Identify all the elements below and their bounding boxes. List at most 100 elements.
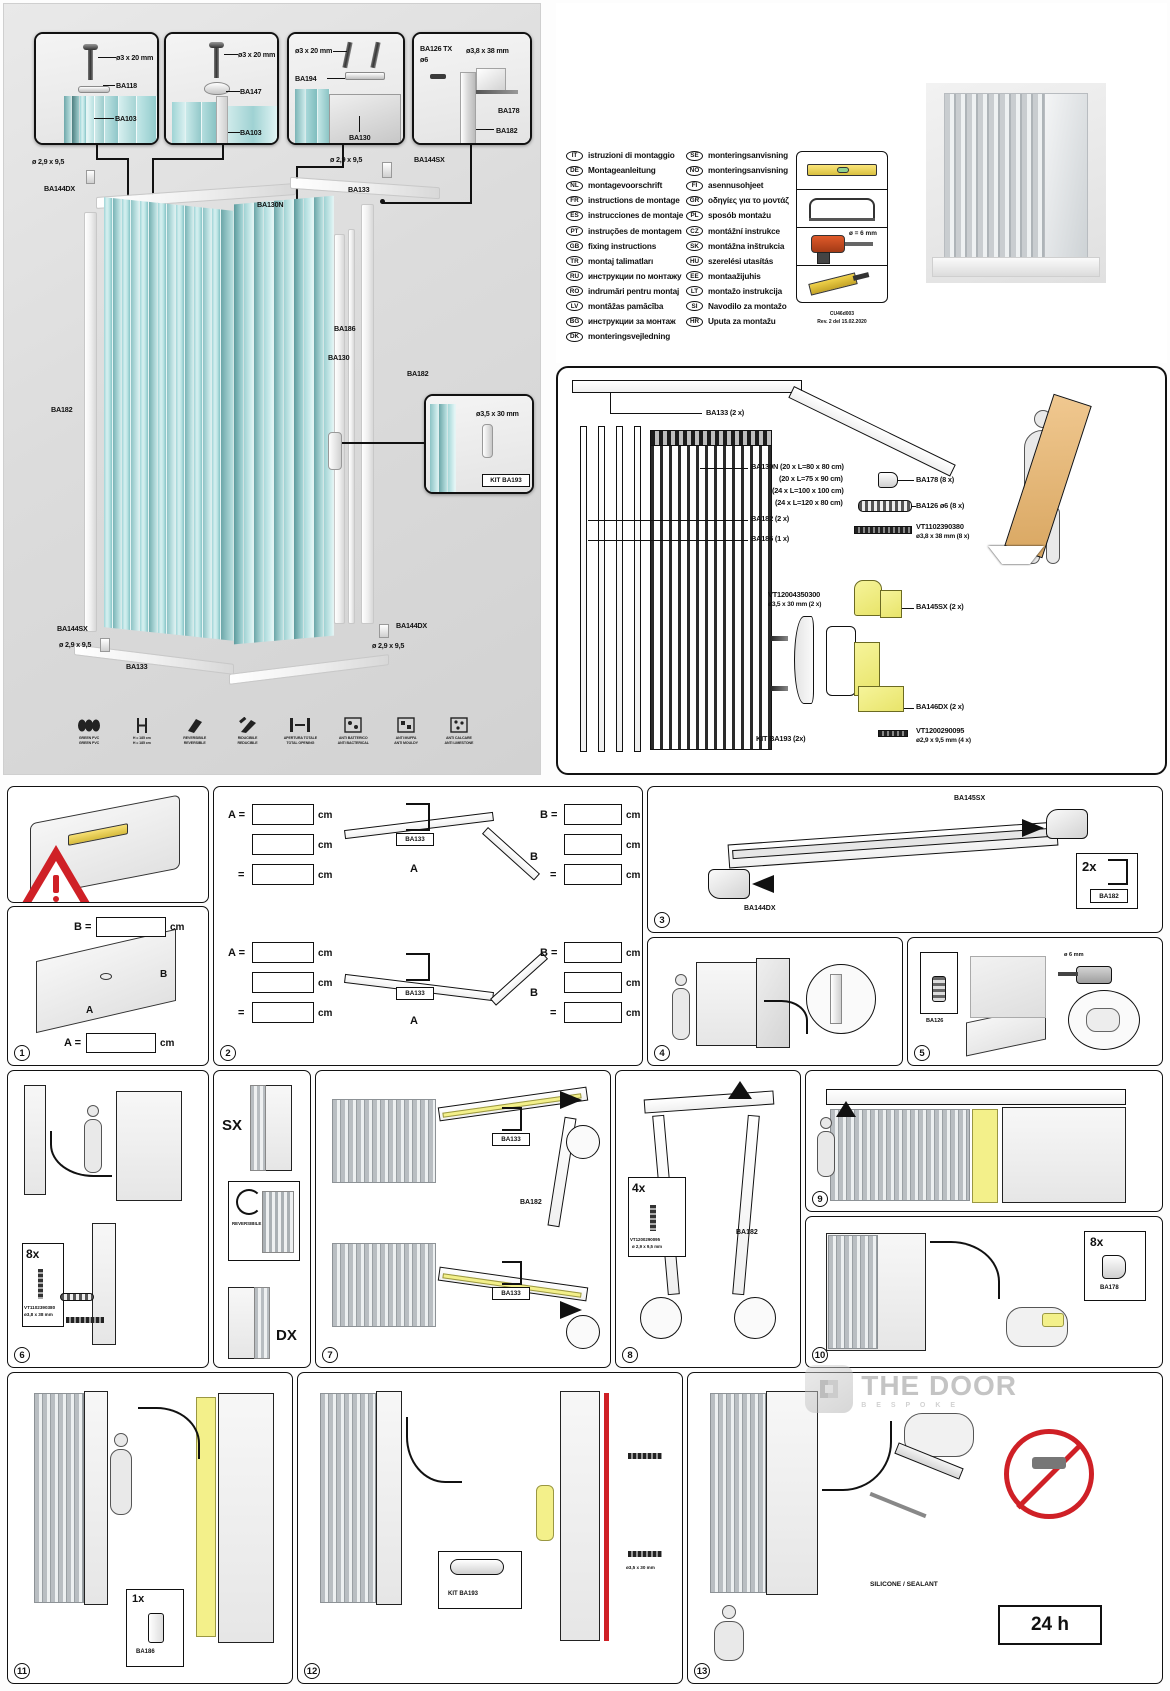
sx-door — [250, 1085, 266, 1171]
callout-2-leader-3 — [228, 132, 240, 133]
step2-r1-eq-box[interactable] — [252, 864, 314, 885]
detail-callout-1: ø3 x 20 mm BA118 BA103 — [34, 32, 159, 145]
step5-wall — [970, 956, 1046, 1018]
callout-1-pleats — [64, 96, 157, 143]
step8-part-spec: ø 2,9 x 9,5 mm — [632, 1244, 663, 1249]
step13-person-head — [722, 1605, 736, 1619]
step6-screw-detail — [66, 1317, 104, 1323]
step8-qty: 4x — [632, 1181, 646, 1195]
bottom-track-left — [74, 644, 234, 675]
step7-arrow-top — [560, 1091, 582, 1109]
step9-arrow — [836, 1101, 856, 1117]
callout-2-drop-line-h — [152, 158, 224, 160]
long-screw — [476, 90, 518, 94]
step2-r2-dim-A: A — [410, 1015, 418, 1027]
language-code-dk: DK — [566, 331, 583, 342]
bom-label-VT1102390380-spec: ø3,8 x 38 mm (8 x) — [916, 533, 970, 540]
bom-leader-BA186 — [588, 540, 748, 542]
step4-enclosure — [696, 962, 758, 1046]
main-pleated-panel-left — [104, 197, 234, 641]
callout-4-part-BA126: BA126 TX ø6 — [420, 44, 452, 64]
step-8-cell: 8 4x VT1200290095 ø 2,9 x 9,5 mm BA182 — [615, 1070, 801, 1368]
bom-label-KIT-BA193: KIT BA193 (2x) — [756, 734, 806, 743]
step3-label-BA145SX: BA145SX — [954, 795, 986, 802]
step11-qty: 1x — [132, 1593, 145, 1605]
step2-r1-B-label: B = — [540, 809, 558, 821]
language-code-de: DE — [566, 165, 583, 176]
step-8-number: 8 — [622, 1347, 638, 1363]
step2-r2-A-input[interactable] — [252, 942, 314, 963]
callout-3-part-BA130: BA130 — [349, 133, 371, 142]
step1b-A-input[interactable] — [86, 1033, 156, 1053]
left-wall-profile-BA182 — [84, 212, 97, 632]
language-code-gr: GR — [686, 195, 703, 206]
language-code-hr: HR — [686, 316, 703, 327]
corner-block — [476, 68, 506, 94]
step11-seal-strip — [196, 1397, 216, 1637]
step2-r2-B-input[interactable] — [564, 942, 622, 963]
step9-person-body — [817, 1131, 835, 1177]
bom-label-VT12004350300: VT12004350300 — [768, 590, 821, 599]
step6-person-head — [87, 1105, 99, 1117]
drill-grip — [817, 252, 830, 264]
kit-ba193-tag: KIT BA193 — [482, 474, 530, 487]
step2-r2-eq-box[interactable] — [252, 1002, 314, 1023]
step3-profile-icon — [1108, 859, 1128, 885]
step2-r1-A-input[interactable] — [252, 804, 314, 825]
corner-connector-BA144SX-bottom — [100, 638, 110, 652]
step-1-number: 1 — [14, 1045, 30, 1061]
feature-reversible-line2: REVERSIBLE — [183, 740, 206, 745]
bill-of-materials-panel: BA133 (2 x) BA130N (20 x L=80 x 80 cm) (… — [556, 366, 1167, 775]
screw-graphic-2 — [214, 44, 219, 78]
feature-icons-strip: GREEN PVC GREEN PVC H = 185 cm H = 185 c… — [64, 714, 484, 760]
step2-r1-B-input[interactable] — [564, 804, 622, 825]
language-text-lv: montāžas pamācība — [588, 301, 664, 311]
bracket-BA118 — [78, 86, 110, 93]
bom-plug-BA126 — [858, 500, 912, 512]
step2-r1-b-eq-box[interactable] — [564, 864, 622, 885]
label-BA133-top: BA133 — [348, 185, 370, 194]
step8-detail-circle-right — [734, 1297, 776, 1339]
step1b-B-input[interactable] — [96, 917, 166, 937]
step9-highlight — [972, 1109, 998, 1203]
language-text-it: istruzioni di montaggio — [588, 151, 675, 161]
step1b-A-unit: cm — [160, 1038, 175, 1049]
anti-bacterial-icon — [328, 714, 378, 736]
kit-screw-spec: ø3,5 x 30 mm — [476, 409, 519, 418]
warning-exclamation-dot — [53, 896, 59, 902]
step11-person — [108, 1433, 134, 1517]
bom-label-VT1102390380: VT1102390380 — [916, 522, 964, 531]
bom-label-BA178: BA178 (8 x) — [916, 475, 955, 484]
step12-panel — [320, 1393, 376, 1603]
step2-r2-minus-box[interactable] — [252, 972, 314, 993]
step13-enclosure — [766, 1391, 818, 1595]
step2-r1-eq-unit: cm — [318, 870, 333, 881]
step8-rail-top — [643, 1090, 775, 1114]
bom-leader-BA126 — [912, 506, 916, 508]
callout-4-part-BA178: BA178 — [498, 106, 520, 115]
label-BA182-right: BA182 — [407, 369, 429, 378]
language-text-sk: montážna inštrukcia — [708, 241, 785, 251]
bom-label-VT12004350300-spec: ø3,5 x 30 mm (2 x) — [768, 601, 822, 608]
language-code-sk: SK — [686, 241, 703, 252]
step1b-drain — [100, 973, 112, 980]
bom-pleated-header — [650, 430, 772, 446]
step2-r1-minus-box[interactable] — [252, 834, 314, 855]
step4-person-head — [675, 974, 687, 986]
watermark-line1: THE DOOR — [861, 1369, 1017, 1401]
feature-anti-bacterial-line1: ANTI BATTERICO — [338, 736, 368, 740]
step2-r2-b-eq: = — [550, 1007, 557, 1019]
callout-3-pleats — [295, 89, 330, 143]
step2-r1-b-minus-box[interactable] — [564, 834, 622, 855]
callout-2-pleats — [172, 102, 217, 143]
bom-profile-2 — [598, 426, 605, 752]
step2-r2-b-eq-box[interactable] — [564, 1002, 622, 1023]
label-BA133-bottom: BA133 — [126, 662, 148, 671]
step11-door-right — [218, 1393, 274, 1643]
step4-curve-arrow — [764, 1000, 808, 1034]
step2-r1-A-label: A = — [228, 809, 246, 821]
step2-r2-b-minus-box[interactable] — [564, 972, 622, 993]
language-code-cz: CZ — [686, 226, 703, 237]
